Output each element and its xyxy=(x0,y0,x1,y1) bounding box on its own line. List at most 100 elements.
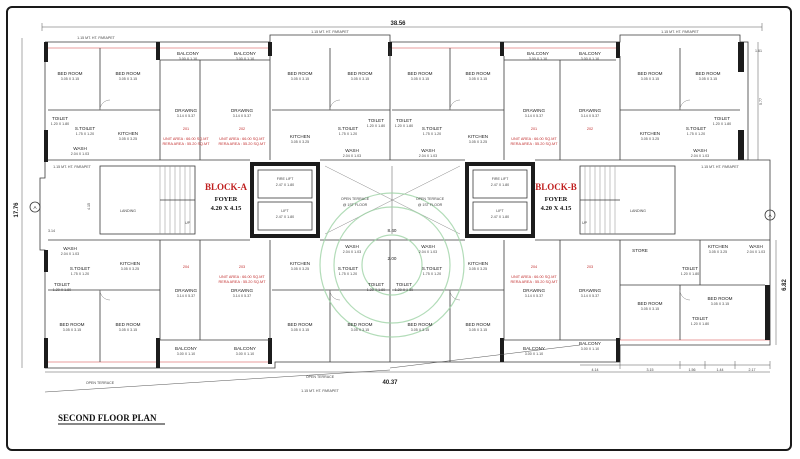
open-terrace-left: OPEN TERRACE xyxy=(341,197,370,201)
kitchen-label: KITCHEN xyxy=(118,131,138,136)
interior-partitions xyxy=(48,48,770,362)
toilet-label: TOILET xyxy=(54,282,70,287)
unit-number: 202 xyxy=(239,127,245,131)
s-toilet-label: S.TOILET xyxy=(422,126,443,131)
kitchen-label: KITCHEN xyxy=(290,134,310,139)
bedroom-label: BED ROOM xyxy=(465,71,490,76)
bedroom-size: 3.05 X 3.15 xyxy=(351,77,369,81)
drawing-size: 3.14 X 5.37 xyxy=(233,114,251,118)
door-swings xyxy=(99,99,691,301)
fire-lift-a-label: FIRE LIFT xyxy=(277,177,294,181)
wash-size: 2.04 X 1.03 xyxy=(343,250,361,254)
drawing-label: DRAWING xyxy=(579,108,601,113)
kitchen-size: 3.05 X 3.25 xyxy=(121,267,139,271)
staircase-b xyxy=(579,165,676,235)
rera-seal-watermark xyxy=(319,192,465,338)
unit-number: 203 xyxy=(239,265,245,269)
toilet-size: 1.20 X 1.80 xyxy=(713,122,731,126)
unit-area: UNIT AREA : 66.00 SQ.MT xyxy=(511,275,557,279)
parapet-note: 1.15 MT. HT. PARAPET xyxy=(77,36,115,40)
bedroom-label: BED ROOM xyxy=(115,322,140,327)
kitchen-size: 3.05 X 3.25 xyxy=(709,250,727,254)
top-dimension: 38.56 xyxy=(41,21,763,31)
toilet-label: TOILET xyxy=(396,282,412,287)
wash-size: 2.04 X 1.03 xyxy=(61,252,79,256)
toilet-label: TOILET xyxy=(368,118,384,123)
unit-area: UNIT AREA : 66.00 SQ.MT xyxy=(163,137,209,141)
bedroom-size: 3.05 X 3.15 xyxy=(63,328,81,332)
up-b-label: UP xyxy=(582,221,588,225)
center-lower-dim: 2.00 xyxy=(388,256,397,261)
bedroom-size: 3.05 X 3.15 xyxy=(291,77,309,81)
drawing-frame xyxy=(6,6,792,451)
drawing-label: DRAWING xyxy=(175,108,197,113)
section-marker-right-label: A xyxy=(768,213,772,218)
bedroom-size: 3.05 X 3.15 xyxy=(351,328,369,332)
balcony-label: BALCONY xyxy=(523,346,545,351)
toilet-label: TOILET xyxy=(368,282,384,287)
right-mid-dim: 5.77 xyxy=(759,98,763,105)
wash-size: 2.04 X 1.03 xyxy=(691,154,709,158)
wash-label: WASH xyxy=(421,148,435,153)
bedroom-label: BED ROOM xyxy=(287,71,312,76)
building-outline xyxy=(39,34,771,369)
kitchen-size: 3.05 X 3.25 xyxy=(119,137,137,141)
toilet-size: 1.20 X 1.80 xyxy=(681,272,699,276)
parapet-note: 1.15 MT. HT. PARAPET xyxy=(661,30,699,34)
parapet-note: 1.15 MT. HT. PARAPET xyxy=(301,389,339,393)
drawing-label: DRAWING xyxy=(523,288,545,293)
bottom-left-dim: 4.14 xyxy=(592,368,599,372)
center-upper-dim: 8.40 xyxy=(388,228,397,233)
parapet-note: 1.15 MT. HT. PARAPET xyxy=(701,165,739,169)
toilet-label: TOILET xyxy=(682,266,698,271)
rera-area: RERA AREA : 55.20 SQ.MT xyxy=(218,280,266,284)
block-b-foyer: FOYER xyxy=(545,196,568,203)
open-terrace-right: OPEN TERRACE xyxy=(416,197,445,201)
bedroom-size: 3.05 X 3.15 xyxy=(119,77,137,81)
bedroom-size: 3.05 X 3.15 xyxy=(411,328,429,332)
kitchen-label: KITCHEN xyxy=(468,134,488,139)
wash-label: WASH xyxy=(73,146,87,151)
wash-label: WASH xyxy=(345,148,359,153)
block-b-label: BLOCK-B xyxy=(535,182,577,192)
bottom-d-dim: 2.17 xyxy=(749,368,756,372)
staircase-a xyxy=(99,165,196,235)
drawing-label: DRAWING xyxy=(231,108,253,113)
rera-area: RERA AREA : 55.20 SQ.MT xyxy=(162,142,210,146)
fire-lift-b-size: 2.47 X 1.80 xyxy=(491,183,509,187)
balcony-size: 3.00 X 1.10 xyxy=(236,57,254,61)
drawing-label: DRAWING xyxy=(523,108,545,113)
s-toilet-size: 1.75 X 1.20 xyxy=(423,132,441,136)
landing-b-label: LANDING xyxy=(630,209,646,213)
bedroom-label: BED ROOM xyxy=(347,322,372,327)
balcony-size: 3.00 X 1.10 xyxy=(581,57,599,61)
bottom-a-dim: 3.15 xyxy=(647,368,654,372)
s-toilet-label: S.TOILET xyxy=(75,126,96,131)
wash-size: 2.04 X 1.03 xyxy=(419,154,437,158)
lift-shafts-a xyxy=(257,169,313,231)
s-toilet-label: S.TOILET xyxy=(686,126,707,131)
bedroom-size: 3.05 X 3.15 xyxy=(61,77,79,81)
right-height-label: 6.82 xyxy=(782,279,788,291)
drawing-size: 3.14 X 5.37 xyxy=(177,294,195,298)
bedroom-label: BED ROOM xyxy=(407,71,432,76)
kitchen-label: KITCHEN xyxy=(290,261,310,266)
drawing-size: 3.14 X 5.37 xyxy=(581,294,599,298)
lift-b-size: 2.47 X 1.80 xyxy=(491,215,509,219)
left-height-label: 17.76 xyxy=(14,202,20,218)
open-terrace-left-floor: @ 1ST FLOOR xyxy=(343,203,368,207)
bottom-dimension xyxy=(44,344,771,393)
bedroom-label: BED ROOM xyxy=(707,296,732,301)
bedroom-label: BED ROOM xyxy=(115,71,140,76)
kitchen-size: 3.05 X 3.25 xyxy=(469,140,487,144)
rera-area: RERA AREA : 55.20 SQ.MT xyxy=(510,142,558,146)
wash-size: 2.04 X 1.03 xyxy=(747,250,765,254)
wash-size: 2.04 X 1.03 xyxy=(419,250,437,254)
drawing-size: 3.14 X 5.37 xyxy=(581,114,599,118)
kitchen-size: 3.05 X 3.25 xyxy=(291,267,309,271)
s-toilet-size: 1.75 X 1.20 xyxy=(687,132,705,136)
block-a-foyer-size: 4.20 X 4.15 xyxy=(211,205,242,212)
bedroom-size: 3.05 X 3.15 xyxy=(119,328,137,332)
unit-number: 203 xyxy=(587,265,593,269)
wash-label: WASH xyxy=(345,244,359,249)
